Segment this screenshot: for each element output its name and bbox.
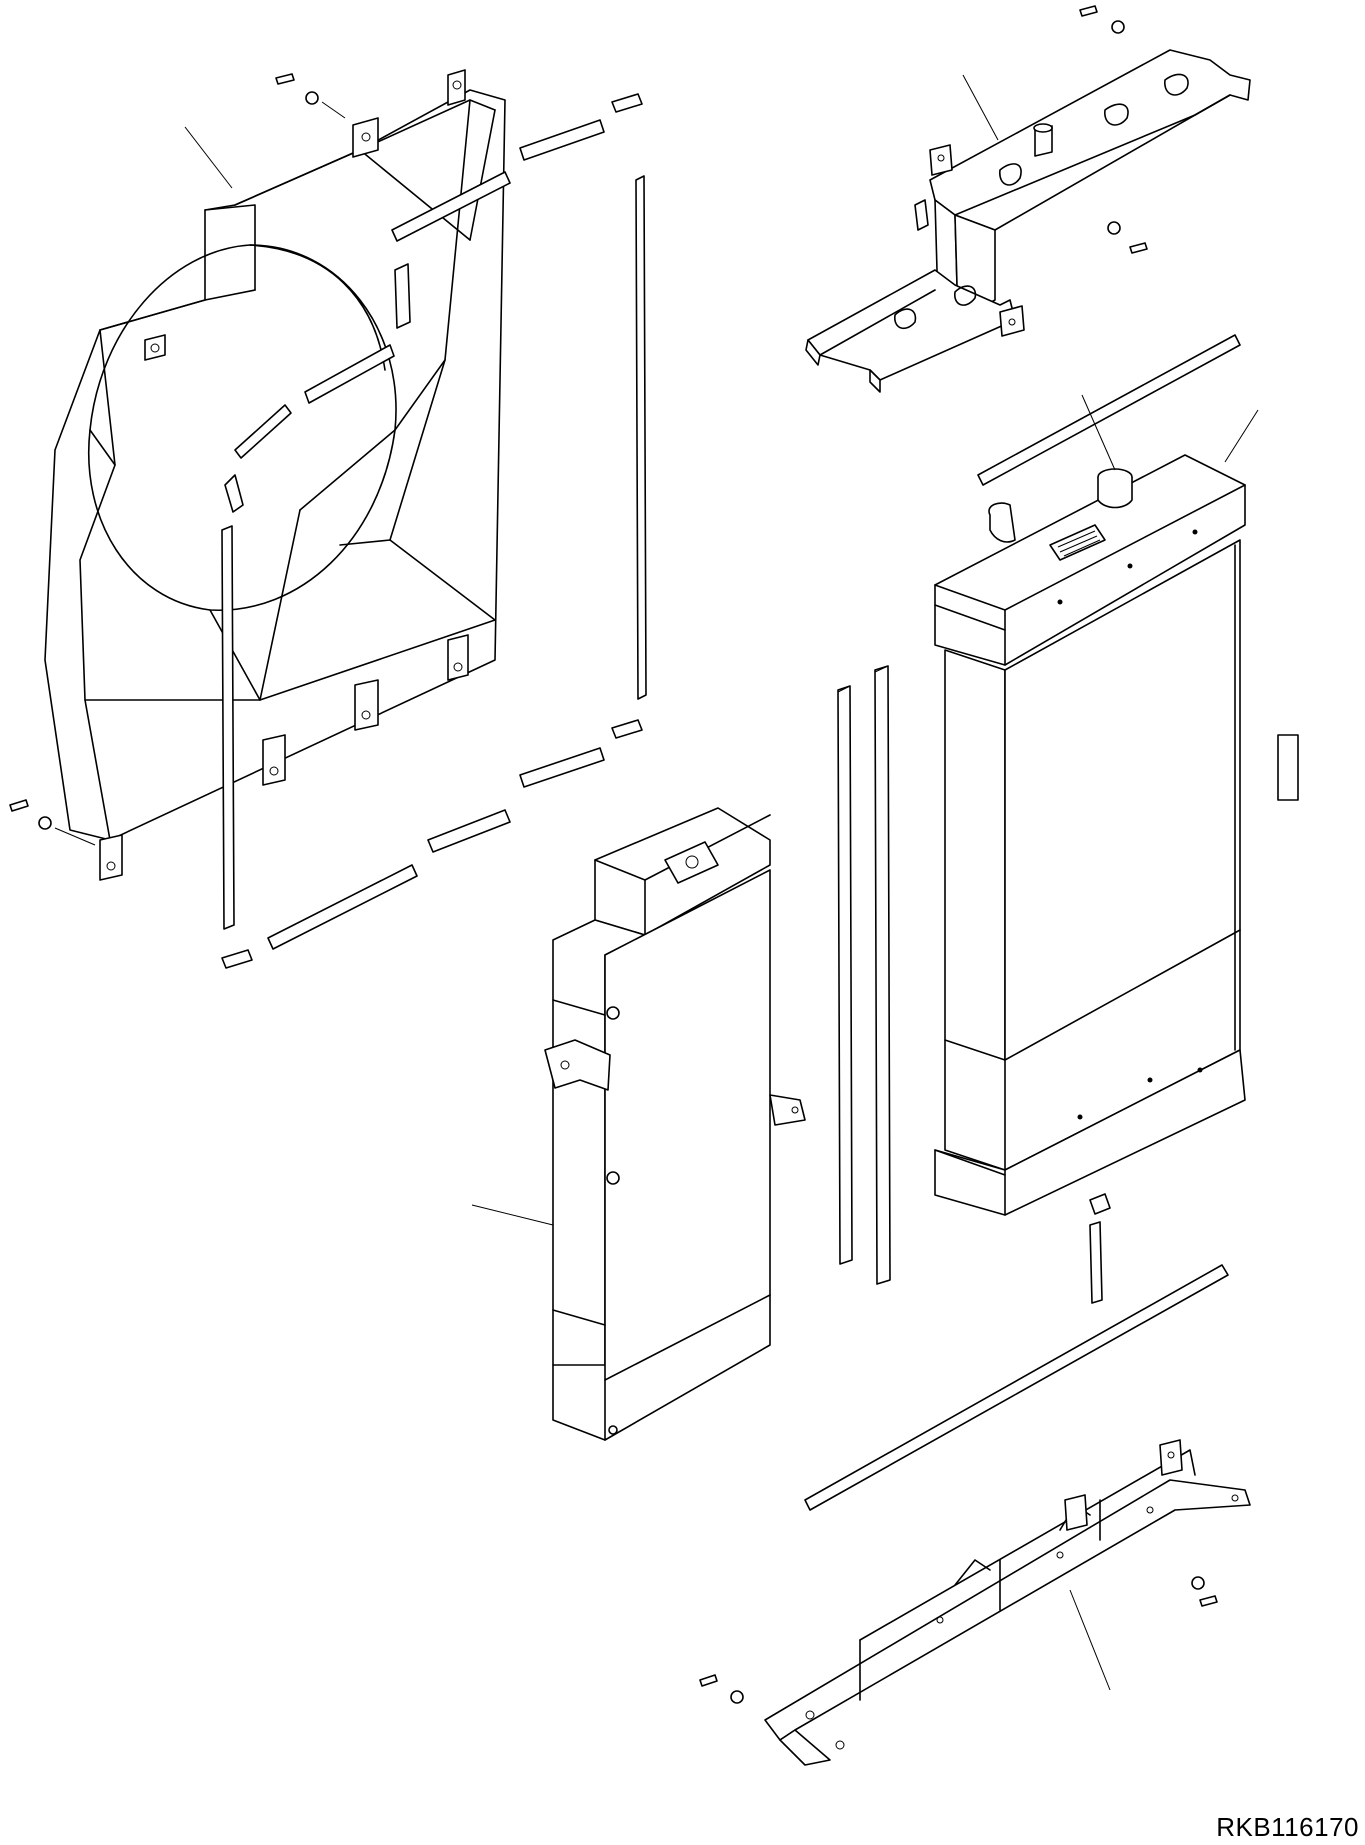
oil-cooler bbox=[472, 808, 805, 1440]
radiator bbox=[935, 335, 1258, 1303]
upper-bracket bbox=[806, 50, 1250, 392]
bolts-and-washers bbox=[10, 6, 1217, 1703]
radiator-seal-strips bbox=[838, 666, 890, 1284]
shroud-seal-strips bbox=[222, 94, 646, 968]
lower-seal-strip bbox=[805, 1265, 1228, 1510]
fan-shroud bbox=[45, 70, 505, 880]
caution-label bbox=[1278, 735, 1298, 800]
drawing-code: RKB116170 bbox=[1216, 1812, 1359, 1842]
lower-bracket bbox=[765, 1440, 1250, 1765]
